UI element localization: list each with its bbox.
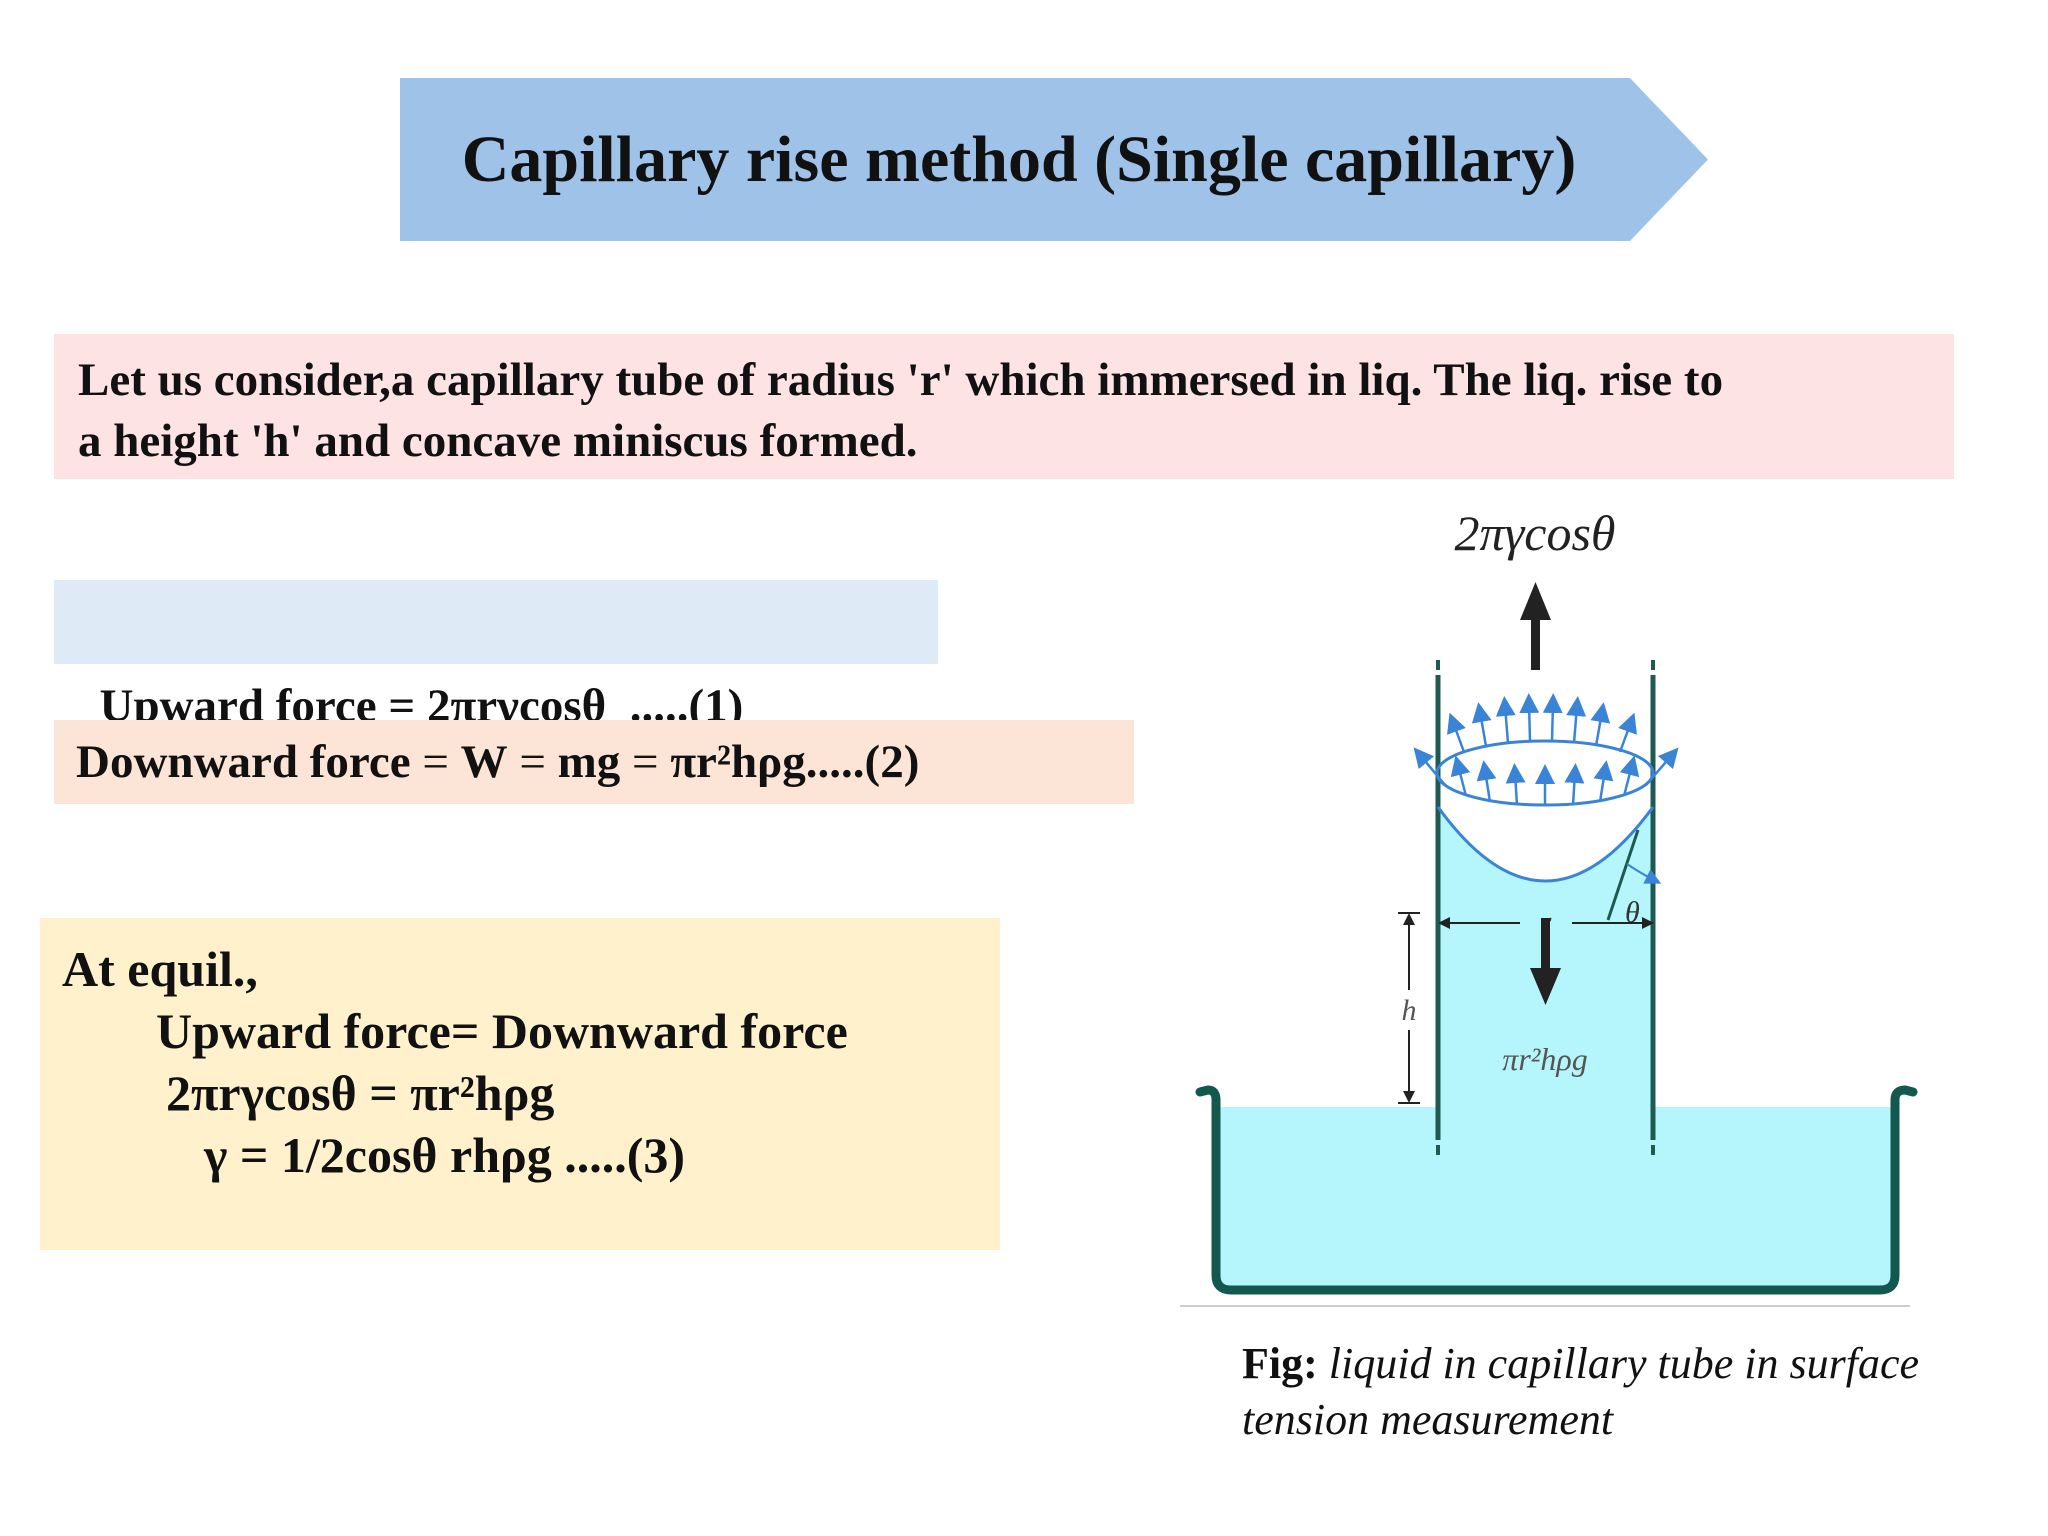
page-title: Capillary rise method (Single capillary): [461, 122, 1577, 196]
intro-line-2: a height 'h' and concave miniscus formed…: [78, 415, 918, 467]
intro-line-1: Let us consider,a capillary tube of radi…: [78, 354, 1724, 406]
theta-label: θ: [1625, 896, 1640, 929]
downward-force-box: Downward force = W = mg = πr²hρg.....(2): [54, 720, 1134, 804]
figure-caption: Fig: liquid in capillary tube in surface…: [1242, 1336, 2002, 1448]
title-banner: Capillary rise method (Single capillary): [400, 78, 1708, 241]
surface-tension-arrows: [1413, 693, 1679, 806]
capillary-tube: [1435, 660, 1656, 1155]
vessel-liquid: [1216, 1107, 1895, 1290]
intro-box: Let us consider,a capillary tube of radi…: [54, 334, 1954, 479]
figure-label: Fig:: [1242, 1339, 1318, 1388]
equilibrium-line-2: Upward force= Downward force: [156, 1003, 848, 1059]
downward-formula: πr²hρg.....(2): [670, 736, 920, 788]
equilibrium-line-4: γ = 1/2cosθ rhρg .....(3): [204, 1127, 686, 1183]
weight-label: πr²hρg: [1502, 1041, 1587, 1077]
contact-angle-indicator: θ: [1606, 829, 1662, 929]
equilibrium-box: At equil., Upward force= Downward force …: [40, 918, 1000, 1250]
equals-sign: =: [507, 736, 558, 788]
downward-label: Downward force: [76, 736, 411, 788]
equilibrium-line-1: At equil.,: [62, 941, 258, 997]
equilibrium-line-3: 2πrγcosθ = πr²hρg: [166, 1065, 555, 1121]
upward-force-box: Upward force = 2πrγcosθ .....(1): [54, 580, 938, 732]
downward-force-arrow: [1530, 918, 1561, 1005]
capillary-diagram: 2πγcosθ: [1180, 505, 1918, 1307]
vessel-outline: [1195, 1085, 1918, 1295]
height-indicator: [1398, 912, 1420, 1104]
weight-symbol: W: [460, 736, 508, 788]
upward-force-label: 2πγcosθ: [1455, 505, 1616, 561]
equals-sign: =: [410, 736, 461, 788]
height-label: h: [1402, 994, 1417, 1027]
figure-caption-text: liquid in capillary tube in surface tens…: [1242, 1339, 1920, 1444]
mass-gravity: mg: [557, 736, 621, 788]
equals-sign: =: [620, 736, 671, 788]
upward-force-arrow: [1520, 582, 1551, 670]
